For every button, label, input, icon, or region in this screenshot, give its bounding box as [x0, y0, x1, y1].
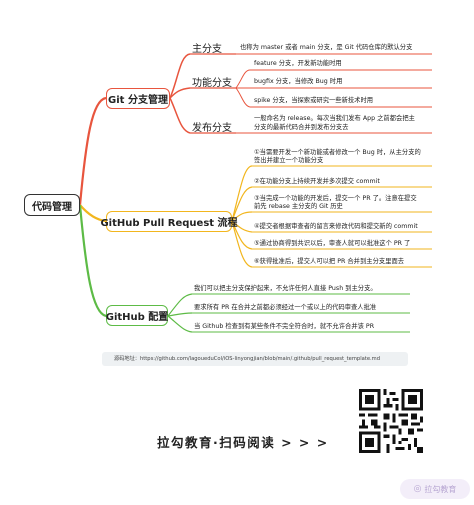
pr-step-6: ⑥获得批准后，提交人可以把 PR 合并到主分支里面去 [254, 258, 405, 265]
pr-step-1-line2: 签出并建立一个功能分支 [254, 157, 324, 164]
branch-github-config: GitHub 配置 [106, 305, 168, 326]
branch-pull-request: GitHub Pull Request 流程 [100, 211, 238, 232]
pr-step-3-line2: 前先 rebase 主分支的 Git 历史 [254, 203, 343, 210]
leaf-main-branch: 也称为 master 或者 main 分支，是 Git 代码仓库的默认分支 [240, 44, 413, 51]
branch-git-branching-label: Git 分支管理 [108, 95, 168, 106]
leaf-release-line2: 分支的最新代码合并到发布分支去 [254, 124, 349, 131]
link-root-gh [78, 204, 107, 318]
leaf-feature: feature 分支，开发新功能时用 [254, 60, 342, 67]
pr-step-3-line1: ③当完成一个功能的开发后，提交一个 PR 了。注意在提交 [254, 195, 417, 202]
link-root-git [78, 96, 107, 206]
leaf-bugfix: bugfix 分支，当修改 Bug 时用 [254, 78, 343, 85]
lagou-badge-label: 拉勾教育 [424, 484, 457, 494]
sub-release-branch: 发布分支 [192, 123, 232, 134]
root-label: 代码管理 [32, 201, 72, 213]
gh-config-leaf-2: 要求所有 PR 在合并之前都必须经过一个或以上的代码审查人批准 [194, 304, 377, 311]
pr-step-4: ④提交者根据审查者的留言来修改代码和提交新的 commit [254, 223, 418, 230]
branch-pull-request-label: GitHub Pull Request 流程 [100, 218, 238, 229]
lagou-badge: ◎ 拉勾教育 [400, 479, 470, 499]
pr-step-1-line1: ①当需要开发一个新功能或者修改一个 Bug 时，从主分支的 [254, 149, 421, 156]
link-root-pr [79, 204, 107, 223]
sub-main-branch: 主分支 [192, 44, 222, 55]
branch-github-config-label: GitHub 配置 [105, 312, 169, 323]
leaf-spike: spike 分支，当探索或研究一些新技术时用 [254, 97, 374, 104]
pr-step-2: ②在功能分支上持续开发并多次提交 commit [254, 178, 380, 185]
root-node: 代码管理 [24, 194, 80, 216]
gh-config-leaf-1: 我们可以把主分支保护起来，不允许任何人直接 Push 到主分支。 [194, 285, 377, 292]
sub-feature-branch: 功能分支 [192, 78, 232, 89]
branch-git-branching: Git 分支管理 [106, 88, 170, 109]
gh-config-leaf-3: 当 Github 检查到有某些条件不完全符合时，就不允许合并该 PR [194, 323, 375, 330]
lagou-logo-icon: ◎ [413, 484, 422, 494]
brand-scan-to-read: 拉勾教育·扫码阅读 > > > [157, 435, 329, 450]
leaf-release-line1: 一般命名为 release。每次当我们发布 App 之前都会把主 [254, 115, 415, 122]
source-url[interactable]: 源码地址：https://github.com/lagoueduCol/iOS-… [102, 352, 408, 366]
qr-code-icon[interactable] [359, 389, 423, 453]
pr-step-5: ⑤通过协商得到共识以后，审查人就可以批准这个 PR 了 [254, 240, 411, 247]
